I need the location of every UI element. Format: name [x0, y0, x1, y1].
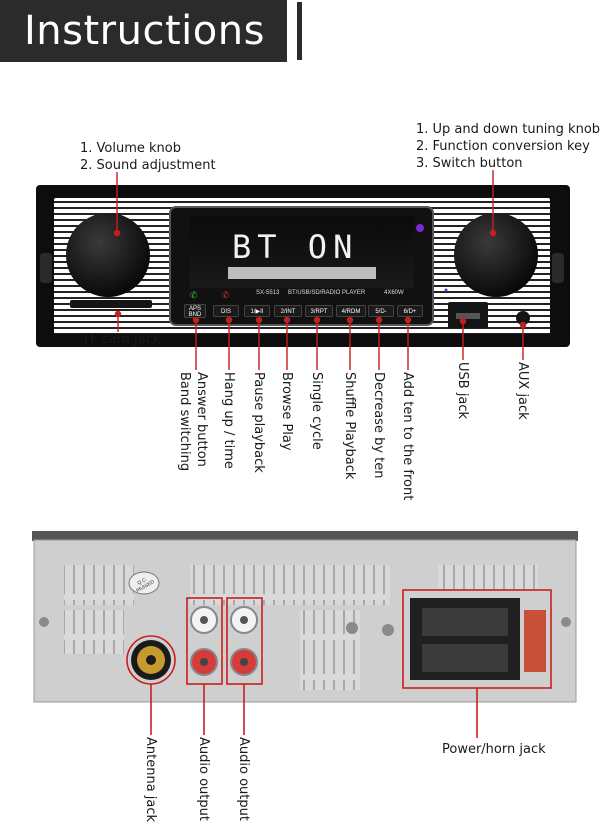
tf-card-slot — [70, 300, 152, 308]
lcd-text: BT ON — [232, 228, 359, 266]
tuning-knob — [454, 213, 538, 297]
decrease-by-ten-label: Decrease by ten — [371, 372, 386, 479]
bluetooth-indicator — [416, 224, 424, 232]
aps-bnd-button[interactable]: APS BND — [184, 304, 206, 318]
band-switching-label: Band switching — [177, 372, 192, 472]
hang-up-label: Hang up / time — [221, 372, 236, 469]
answer-call-icon: ✆ — [190, 291, 198, 301]
power-rating: 4X60W — [384, 290, 404, 296]
note-right-3: 3. Switch button — [416, 156, 523, 171]
preset-1-button[interactable]: 1/▶II — [244, 305, 270, 317]
instructions-banner: Instructions — [0, 0, 287, 62]
preset-3-button[interactable]: 3/RPT — [305, 305, 333, 317]
add-ten-label: Add ten to the front — [400, 372, 415, 501]
preset-5-button[interactable]: 5/D- — [368, 305, 394, 317]
qc-stamp — [128, 571, 160, 595]
lcd-level-meter — [228, 267, 376, 279]
preset-4-button[interactable]: 4/RDM — [336, 305, 366, 317]
audio-output-label-2: Audio output — [236, 737, 251, 821]
aux-port — [516, 311, 530, 325]
power-horn-jack-label: Power/horn jack — [442, 742, 546, 757]
pause-playback-label: Pause playback — [251, 372, 266, 473]
shuffle-playback-label: Shuffle Playback — [342, 372, 357, 480]
model-label: SX-5513 — [256, 290, 280, 296]
preset-6-button[interactable]: 6/D+ — [397, 305, 423, 317]
antenna-jack-label: Antenna jack — [143, 737, 158, 823]
answer-button-label: Answer button — [194, 372, 209, 467]
rca-jacks — [190, 606, 258, 676]
preset-2-button[interactable]: 2/INT — [274, 305, 302, 317]
note-right-2: 2. Function conversion key — [416, 139, 590, 154]
usb-jack-label: USB jack — [455, 362, 470, 420]
antenna-jack — [131, 640, 171, 680]
power-connector — [410, 598, 546, 680]
note-left-1: 1. Volume knob — [80, 141, 181, 156]
banner-divider — [297, 2, 302, 60]
audio-output-label-1: Audio output — [196, 737, 211, 821]
volume-knob — [66, 213, 150, 297]
aux-jack-label: AUX jack — [515, 362, 530, 420]
single-cycle-label: Single cycle — [309, 372, 324, 450]
hangup-call-icon: ✆ — [222, 291, 230, 301]
browse-play-label: Browse Play — [279, 372, 294, 451]
tf-card-jack-label: TF card jack — [82, 332, 161, 347]
mode-label: BT/USB/SD/RADIO PLAYER — [288, 290, 366, 296]
note-left-2: 2. Sound adjustment — [80, 158, 216, 173]
note-right-1: 1. Up and down tuning knob — [416, 122, 600, 137]
dis-button[interactable]: DIS — [213, 305, 239, 317]
